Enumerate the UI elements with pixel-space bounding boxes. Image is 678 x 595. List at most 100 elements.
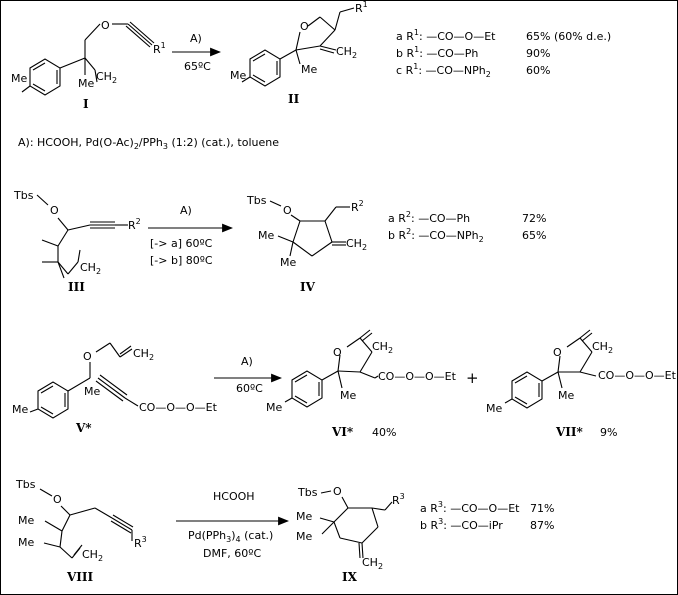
label-compound-VII: VII* — [555, 425, 584, 439]
label-compound-IV: IV — [300, 280, 316, 294]
label-compound-IX: IX — [342, 570, 358, 584]
atom-me: Me — [230, 69, 246, 82]
atom-o: O — [333, 346, 342, 359]
arrow-3: A) 60ºC — [214, 355, 283, 395]
compound-V: Me O CH2 Me CO—O—O—Et V* — [12, 342, 218, 435]
atom-ch2: CH2 — [82, 548, 103, 563]
result-row-b: b R1: —CO—Ph — [396, 45, 478, 60]
atom-me: Me — [84, 385, 100, 398]
atom-ch2: CH2 — [592, 340, 613, 355]
substituent-r3: R3 — [392, 492, 405, 507]
atom-me: Me — [12, 403, 28, 416]
atom-me: Me — [78, 77, 94, 90]
atom-me: Me — [296, 530, 312, 543]
result-row-a: a R3: —CO—O—Et — [420, 500, 520, 515]
atom-tbs: Tbs — [15, 478, 36, 491]
condition-label: A) — [241, 355, 253, 368]
atom-me: Me — [18, 514, 34, 527]
atom-me: Me — [558, 389, 574, 402]
compound-VII: Me O CH2 CO—O—O—Et Me VII* 9% — [486, 329, 677, 439]
catalyst: Pd(PPh3)4 (cat.) — [188, 529, 273, 544]
label-compound-V: V* — [75, 421, 92, 435]
substituent-r2: R2 — [128, 217, 141, 232]
conditions-A: A): HCOOH, Pd(O-Ac)2/PPh3 (1:2) (cat.), … — [18, 136, 279, 151]
atom-me: Me — [301, 63, 317, 76]
reagent: HCOOH — [213, 490, 255, 503]
atom-me: Me — [486, 402, 502, 415]
substituent-r1: R1 — [153, 41, 166, 56]
compound-IX: Tbs O R3 CH2 Me Me IX — [296, 485, 405, 584]
atom-me: Me — [266, 401, 282, 414]
compound-I: Me O Me CH2 R1 I — [11, 19, 166, 111]
compound-II: O CH2 Me Me R1 II — [230, 0, 368, 106]
substituent-r2: R2 — [351, 199, 364, 214]
yield-VII: 9% — [600, 426, 617, 439]
arrow-4: HCOOH Pd(PPh3)4 (cat.) DMF, 60ºC — [176, 490, 290, 560]
condition-temp: 65ºC — [184, 60, 211, 73]
compound-IV: Tbs O R2 CH2 Me Me IV — [246, 194, 367, 294]
result-yield-b: 87% — [530, 519, 554, 532]
condition-label: A) — [190, 32, 202, 45]
atom-me: Me — [280, 256, 296, 269]
results-scheme-2: a R2: —CO—Ph 72% b R2: —CO—NPh2 65% — [388, 210, 546, 244]
condition-label: A) — [180, 204, 192, 217]
substituent-r3: R3 — [134, 535, 147, 550]
atom-o: O — [300, 20, 309, 33]
atom-o: O — [53, 493, 62, 506]
compound-III: Tbs O R2 CH2 III — [13, 189, 141, 294]
atom-o: O — [101, 19, 110, 32]
label-compound-II: II — [288, 92, 300, 106]
atom-ester: CO—O—O—Et — [378, 370, 457, 383]
atom-me: Me — [11, 72, 27, 85]
compound-VIII: Tbs O R3 Me Me CH2 VIII — [15, 478, 147, 584]
result-row-a: a R1: —CO—O—Et — [396, 28, 496, 43]
label-compound-III: III — [68, 280, 85, 294]
compound-VI: Me O CH2 CO—O—O—Et Me VI* 40% — [266, 329, 457, 439]
atom-ch2: CH2 — [372, 340, 393, 355]
atom-me: Me — [258, 229, 274, 242]
atom-tbs: Tbs — [246, 194, 267, 207]
result-row-c: c R1: —CO—NPh2 — [396, 62, 491, 79]
label-compound-I: I — [83, 97, 89, 111]
label-compound-VIII: VIII — [66, 570, 94, 584]
plus-sign: + — [466, 369, 479, 387]
atom-o: O — [83, 350, 92, 363]
results-scheme-4: a R3: —CO—O—Et 71% b R3: —CO—iPr 87% — [420, 500, 554, 532]
atom-o: O — [553, 346, 562, 359]
atom-o: O — [283, 204, 292, 217]
result-yield-a: 72% — [522, 212, 546, 225]
condition-b: [-> b] 80ºC — [150, 254, 213, 267]
yield-VI: 40% — [372, 426, 396, 439]
atom-ch2: CH2 — [362, 556, 383, 571]
result-yield-a: 71% — [530, 502, 554, 515]
atom-ester: CO—O—O—Et — [139, 401, 218, 414]
result-row-a: a R2: —CO—Ph — [388, 210, 470, 225]
atom-ch2: CH2 — [336, 45, 357, 60]
condition-temp: 60ºC — [236, 382, 263, 395]
atom-o: O — [50, 204, 59, 217]
result-row-b: b R2: —CO—NPh2 — [388, 227, 484, 244]
atom-me: Me — [296, 510, 312, 523]
atom-tbs: Tbs — [297, 486, 318, 499]
condition-a: [-> a] 60ºC — [150, 237, 213, 250]
atom-me: Me — [18, 536, 34, 549]
arrow-2: A) [-> a] 60ºC [-> b] 80ºC — [148, 204, 234, 267]
atom-ch2: CH2 — [80, 261, 101, 276]
atom-ester: CO—O—O—Et — [598, 369, 677, 382]
results-scheme-1: a R1: —CO—O—Et 65% (60% d.e.) b R1: —CO—… — [396, 28, 611, 79]
solvent-temp: DMF, 60ºC — [203, 547, 261, 560]
atom-ch2: CH2 — [133, 347, 154, 362]
atom-me: Me — [340, 389, 356, 402]
result-yield-b: 90% — [526, 47, 550, 60]
atom-ch2: CH2 — [346, 237, 367, 252]
label-compound-VI: VI* — [331, 425, 354, 439]
atom-o: O — [333, 485, 342, 498]
result-yield-c: 60% — [526, 64, 550, 77]
result-row-b: b R3: —CO—iPr — [420, 517, 503, 532]
substituent-r1: R1 — [355, 0, 368, 15]
atom-ch2: CH2 — [96, 70, 117, 85]
result-yield-a: 65% (60% d.e.) — [526, 30, 611, 43]
arrow-1: A) 65ºC — [172, 32, 222, 73]
result-yield-b: 65% — [522, 229, 546, 242]
